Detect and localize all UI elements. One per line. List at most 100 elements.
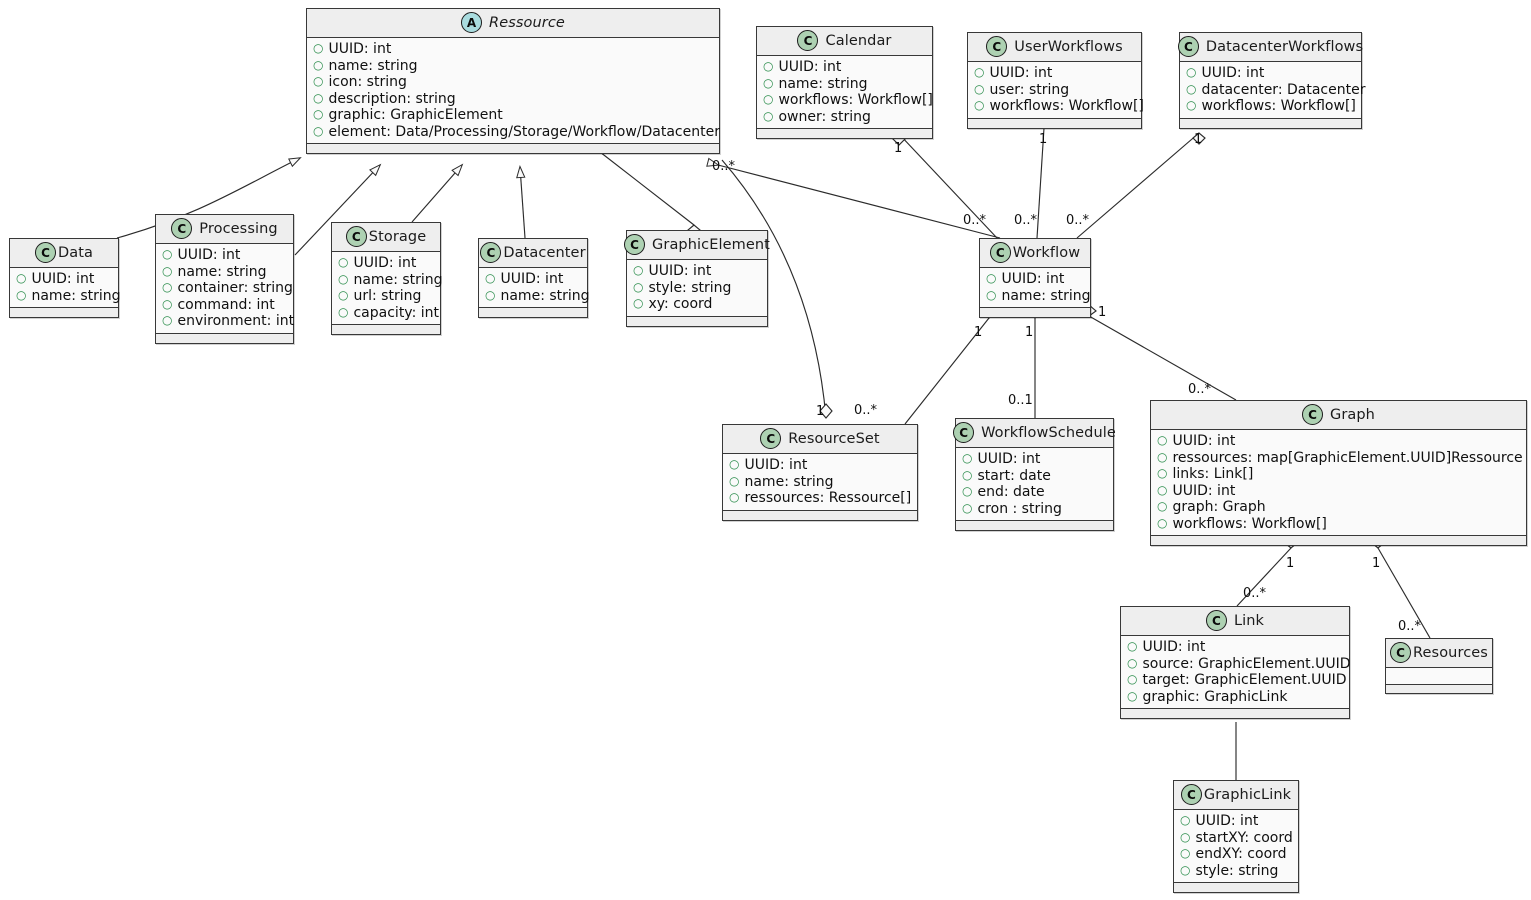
class-methods-storage <box>332 325 440 334</box>
edge-datacenterworkflows-to-workflow <box>1076 132 1200 239</box>
visibility-private-icon: ○ <box>1186 65 1197 79</box>
attribute-text: workflows: Workflow[] <box>1201 98 1356 114</box>
attribute-text: owner: string <box>778 108 871 125</box>
class-name-workflow: Workflow <box>1012 244 1081 261</box>
visibility-private-icon: ○ <box>633 279 644 294</box>
attribute-row: ○name: string <box>485 288 590 305</box>
attribute-row: ○user: string <box>974 82 1134 99</box>
class-attributes-processing: ○UUID: int○name: string○container: strin… <box>156 244 294 334</box>
multiplicity-label: 1 <box>974 325 983 340</box>
class-attributes-graphicelement: ○UUID: int○style: string○xy: coord <box>627 260 767 317</box>
class-attributes-storage: ○UUID: int○name: string○url: string○ capa… <box>332 252 443 325</box>
edge-ressource-to-graphicelement <box>599 151 695 226</box>
attribute-row: ○UUID: int <box>485 271 580 288</box>
attribute-row: ○environment: int <box>162 313 294 330</box>
visibility-private-icon: ○ <box>729 473 740 488</box>
attribute-text: name: string <box>1001 287 1091 304</box>
attribute-text: UUID: int <box>177 247 241 263</box>
visibility-private-icon: ○ <box>313 74 324 88</box>
multiplicity-label: 1 <box>894 141 903 156</box>
multiplicity-label: 1 <box>1098 305 1107 320</box>
visibility-private-icon: ○ <box>633 263 644 277</box>
attribute-row: ○workflows: Workflow[] <box>763 92 933 109</box>
attribute-text: workflows: Workflow[] <box>989 98 1144 114</box>
visibility-private-icon: ○ <box>16 271 27 285</box>
attribute-row: ○command: int <box>162 297 286 314</box>
multiplicity-label: 0..* <box>1188 382 1212 397</box>
visibility-private-icon: ○ <box>633 296 644 310</box>
attribute-row: ○url: string <box>338 288 433 305</box>
visibility-private-icon: ○ <box>1157 466 1168 480</box>
attribute-text: graphic: GraphicElement <box>328 107 503 123</box>
attribute-row: ○links: Link[] <box>1157 466 1519 483</box>
visibility-private-icon: ○ <box>313 57 324 72</box>
attribute-text: capacity: int <box>353 304 439 321</box>
visibility-private-icon: ○ <box>1157 433 1168 447</box>
attribute-row: ○name: string <box>986 288 1091 305</box>
multiplicity-label: 0..* <box>1398 619 1422 634</box>
attribute-text: cron : string <box>977 500 1062 517</box>
visibility-private-icon: ○ <box>1180 813 1191 827</box>
visibility-private-icon: ○ <box>338 304 349 319</box>
visibility-private-icon: ○ <box>1157 482 1168 497</box>
attribute-row: ○workflows: Workflow[] <box>1186 98 1356 115</box>
attribute-row: ○cron : string <box>962 501 1106 518</box>
attribute-text: style: string <box>1195 862 1279 879</box>
attribute-row: ○start: date <box>962 468 1106 485</box>
visibility-private-icon: ○ <box>338 288 349 302</box>
edge-workflow-to-graph <box>1088 315 1237 401</box>
attribute-row: ○graphic: GraphicLink <box>1127 689 1342 706</box>
attribute-row: ○UUID: int <box>986 271 1083 288</box>
attribute-text: name: string <box>778 75 868 92</box>
multiplicity-label: 0..* <box>854 403 878 418</box>
visibility-private-icon: ○ <box>763 75 774 90</box>
class-methods-datacenterworkflows <box>1180 118 1361 128</box>
class-methods-data <box>10 308 118 317</box>
class-name-datacenter: Datacenter <box>503 244 586 261</box>
attribute-row: ○name: string <box>16 288 121 305</box>
class-icon: C <box>1390 642 1412 663</box>
visibility-private-icon: ○ <box>974 81 985 96</box>
class-icon: C <box>624 234 646 255</box>
class-attributes-resources <box>1386 668 1492 685</box>
visibility-private-icon: ○ <box>1180 862 1191 877</box>
attribute-row: ○name: string <box>338 272 443 289</box>
attribute-text: name: string <box>31 287 121 304</box>
attribute-text: target: GraphicElement.UUID <box>1142 672 1347 688</box>
attribute-text: ressources: Ressource[] <box>744 490 912 506</box>
attribute-row: ○UUID: int <box>338 255 433 272</box>
class-icon: C <box>797 30 819 51</box>
attribute-row: ○xy: coord <box>633 296 760 313</box>
attribute-row: ○UUID: int <box>1157 483 1519 500</box>
attribute-row: ○graphic: GraphicElement <box>313 107 712 124</box>
class-name-calendar: Calendar <box>825 32 892 49</box>
attribute-text: UUID: int <box>744 457 808 473</box>
class-name-resourceset: ResourceSet <box>788 430 880 447</box>
class-attributes-graph: ○UUID: int○ressources: map[GraphicElemen… <box>1151 430 1526 536</box>
class-attributes-graphiclink: ○UUID: int○startXY: coord○endXY: coord○s… <box>1174 810 1298 883</box>
visibility-private-icon: ○ <box>485 271 496 285</box>
attribute-text: UUID: int <box>1201 65 1265 81</box>
